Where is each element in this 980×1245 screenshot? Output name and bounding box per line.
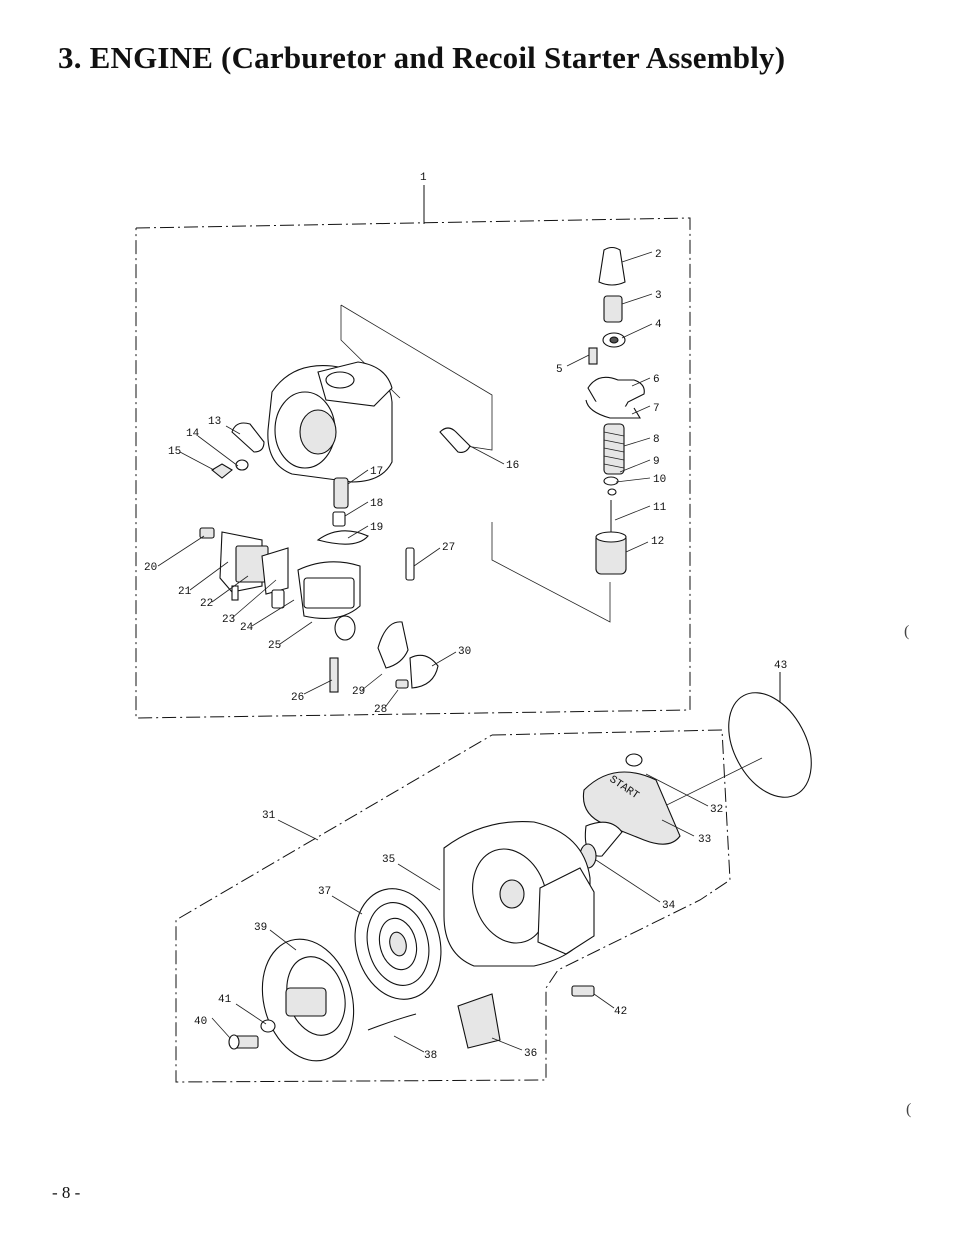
callout-43: 43 (774, 660, 787, 672)
callout-19: 19 (370, 522, 383, 534)
callout-24: 24 (240, 622, 254, 634)
callout-20: 20 (144, 562, 157, 574)
callout-10: 10 (653, 474, 666, 486)
callout-3: 3 (655, 290, 662, 302)
page-number: - 8 - (52, 1183, 81, 1202)
callout-1: 1 (420, 172, 427, 184)
callout-34: 34 (662, 900, 676, 912)
callout-6: 6 (653, 374, 660, 386)
callout-28: 28 (374, 704, 387, 716)
throttle-lever-parts (585, 246, 645, 575)
callout-37: 37 (318, 886, 331, 898)
callout-7: 7 (653, 403, 660, 415)
callout-27: 27 (442, 542, 455, 554)
callout-39: 39 (254, 922, 267, 934)
callout-9: 9 (653, 456, 660, 468)
callout-8: 8 (653, 434, 660, 446)
callout-4: 4 (655, 319, 662, 331)
callout-41: 41 (218, 994, 232, 1006)
callout-40: 40 (194, 1016, 207, 1028)
callout-15: 15 (168, 446, 181, 458)
page-title: 3. ENGINE (Carburetor and Recoil Starter… (58, 40, 786, 75)
callout-22: 22 (200, 598, 213, 610)
callout-35: 35 (382, 854, 395, 866)
carburetor-leader-lines (157, 251, 653, 707)
callout-26: 26 (291, 692, 304, 704)
callout-32: 32 (710, 804, 723, 816)
callout-12: 12 (651, 536, 664, 548)
callout-21: 21 (178, 586, 192, 598)
callout-23: 23 (222, 614, 235, 626)
callout-31: 31 (262, 810, 276, 822)
callout-14: 14 (186, 428, 200, 440)
callout-2: 2 (655, 249, 662, 261)
callout-13: 13 (208, 416, 221, 428)
recoil-leader-lines (211, 773, 709, 1053)
carburetor-assembly-frame (135, 185, 691, 719)
carburetor-body-parts (199, 477, 439, 693)
callout-18: 18 (370, 498, 383, 510)
callout-36: 36 (524, 1048, 537, 1060)
callout-25: 25 (268, 640, 281, 652)
callout-29: 29 (352, 686, 365, 698)
callout-38: 38 (424, 1050, 437, 1062)
recoil-starter-parts (228, 692, 812, 1062)
margin-mark-lower: ( (906, 1101, 911, 1118)
part-callouts: 1 2 3 4 5 6 7 8 9 10 11 12 13 14 15 16 1… (144, 172, 787, 1062)
margin-mark-upper: ( (904, 623, 909, 640)
intake-manifold-parts (211, 361, 471, 483)
callout-33: 33 (698, 834, 711, 846)
callout-17: 17 (370, 466, 383, 478)
callout-30: 30 (458, 646, 471, 658)
callout-42: 42 (614, 1006, 627, 1018)
callout-11: 11 (653, 502, 667, 514)
callout-16: 16 (506, 460, 519, 472)
callout-5: 5 (556, 364, 563, 376)
